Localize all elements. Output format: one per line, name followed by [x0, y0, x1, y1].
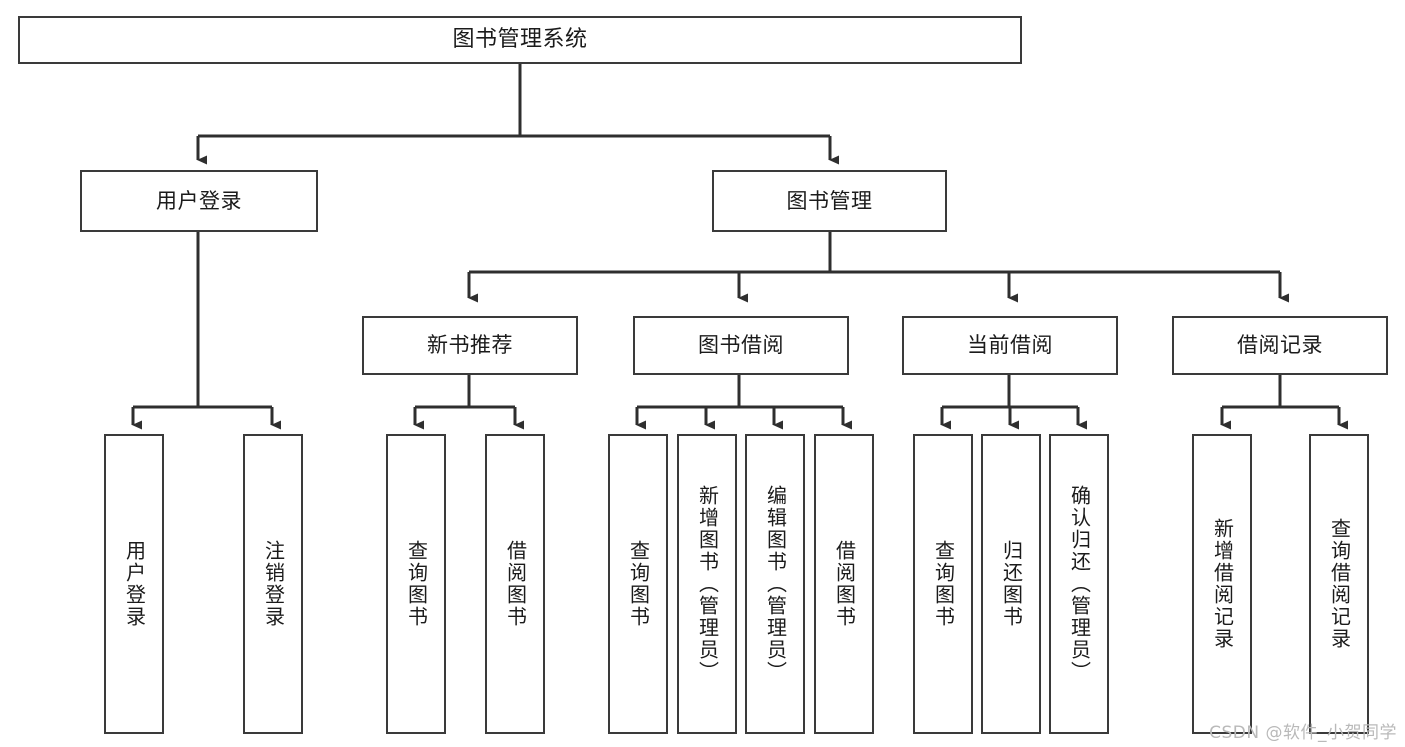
node-book-management[interactable]: 图书管理	[712, 170, 947, 232]
node-label: 图书管理系统	[452, 27, 588, 53]
node-leaf-add-borrow-record[interactable]: 新增借阅记录	[1192, 434, 1252, 734]
node-user-login[interactable]: 用户登录	[80, 170, 318, 232]
node-label: 查询图书	[404, 540, 429, 628]
node-leaf-return-book[interactable]: 归还图书	[981, 434, 1041, 734]
node-root-book-management-system[interactable]: 图书管理系统	[18, 16, 1022, 64]
node-leaf-logout[interactable]: 注销登录	[243, 434, 303, 734]
node-label: 编辑图书（管理员）	[763, 485, 788, 683]
node-leaf-confirm-return-admin[interactable]: 确认归还（管理员）	[1049, 434, 1109, 734]
node-leaf-add-book-admin[interactable]: 新增图书（管理员）	[677, 434, 737, 734]
node-leaf-borrow-book-borrowing[interactable]: 借阅图书	[814, 434, 874, 734]
node-label: 查询图书	[626, 540, 651, 628]
node-label: 新书推荐	[427, 333, 513, 358]
node-label: 图书借阅	[698, 333, 784, 358]
node-current-borrowing[interactable]: 当前借阅	[902, 316, 1118, 375]
node-leaf-borrow-book-recommendation[interactable]: 借阅图书	[485, 434, 545, 734]
node-label: 新增图书（管理员）	[695, 485, 720, 683]
node-label: 图书管理	[786, 188, 873, 213]
node-leaf-edit-book-admin[interactable]: 编辑图书（管理员）	[745, 434, 805, 734]
watermark-text: CSDN @软件_小贺同学	[1209, 723, 1397, 743]
node-leaf-query-book-current[interactable]: 查询图书	[913, 434, 973, 734]
node-label: 用户登录	[122, 540, 147, 628]
node-label: 确认归还（管理员）	[1067, 485, 1092, 683]
node-label: 查询借阅记录	[1327, 518, 1352, 650]
node-label: 借阅图书	[503, 540, 528, 628]
node-label: 借阅记录	[1237, 333, 1323, 358]
node-leaf-user-login[interactable]: 用户登录	[104, 434, 164, 734]
node-leaf-query-book-recommendation[interactable]: 查询图书	[386, 434, 446, 734]
node-label: 注销登录	[261, 540, 286, 628]
node-label: 查询图书	[931, 540, 956, 628]
node-new-book-recommendation[interactable]: 新书推荐	[362, 316, 578, 375]
node-borrowing-record[interactable]: 借阅记录	[1172, 316, 1388, 375]
node-label: 用户登录	[156, 188, 242, 213]
node-leaf-query-borrow-record[interactable]: 查询借阅记录	[1309, 434, 1369, 734]
node-label: 当前借阅	[967, 333, 1053, 358]
node-book-borrowing[interactable]: 图书借阅	[633, 316, 849, 375]
node-leaf-query-book-borrowing[interactable]: 查询图书	[608, 434, 668, 734]
node-label: 归还图书	[999, 540, 1024, 628]
node-label: 新增借阅记录	[1210, 518, 1235, 650]
node-label: 借阅图书	[832, 540, 857, 628]
